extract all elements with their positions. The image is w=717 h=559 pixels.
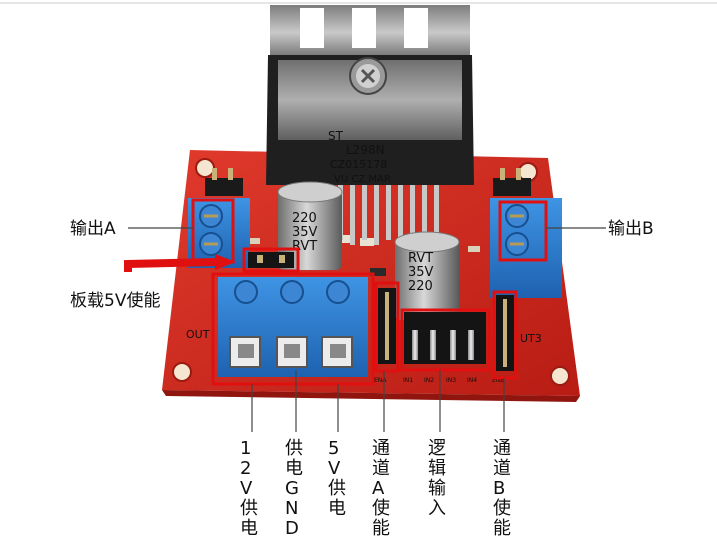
chip-date: VU CZ MAR [334, 174, 391, 185]
chip-code: CZ015178 [330, 158, 387, 171]
silkscreen-pin-in3: IN3 [446, 377, 456, 384]
cap-left-series: RVT [292, 239, 317, 254]
silkscreen-out-right: UT3 [520, 332, 542, 345]
chip-logo: ST [328, 129, 344, 143]
cap-left-voltage: 35V [292, 225, 318, 240]
highlight-ena [374, 281, 400, 373]
chip-model: L298N [346, 143, 385, 157]
silkscreen-pin-in1: IN1 [403, 377, 413, 384]
silkscreen-pin-in2: IN2 [424, 377, 434, 384]
silkscreen-pin-enb: ENB [492, 377, 504, 384]
cap-left-value: 220 [292, 211, 317, 226]
highlight-logic-input [400, 308, 491, 372]
cap-right-voltage: 35V [408, 265, 434, 280]
ena-header [378, 288, 396, 364]
highlight-power-terminal [211, 272, 375, 386]
highlight-output-b [498, 200, 548, 262]
silkscreen-pin-in4: IN4 [467, 377, 477, 384]
capacitor-right: RVT 35V 220 [394, 231, 460, 320]
onboard-5v-arrow [124, 254, 236, 272]
output-b-terminal [490, 198, 562, 298]
label-output-b: 输出B [608, 219, 654, 239]
silkscreen-out-left: OUT [186, 328, 210, 341]
l298n-chip: ST L298N CZ015178 VU CZ MAR [266, 5, 474, 245]
enb-header [496, 295, 514, 371]
logic-input-header [404, 312, 486, 364]
output-b-jumper [493, 168, 531, 196]
label-output-a: 输出A [70, 219, 116, 239]
cap-right-series: RVT [408, 251, 433, 266]
label-logic-input: 逻辑输入 [428, 438, 446, 519]
cap-right-value: 220 [408, 279, 433, 294]
label-onboard-5v: 板载5V使能 [70, 290, 160, 311]
leader-lines [128, 227, 606, 432]
power-terminal [218, 277, 368, 377]
output-a-jumper [205, 168, 243, 196]
highlight-enb [492, 290, 518, 380]
silkscreen-pin-ena: ENA [374, 377, 387, 384]
highlight-onboard-5v [242, 247, 300, 273]
onboard-5v-jumper [248, 252, 294, 268]
